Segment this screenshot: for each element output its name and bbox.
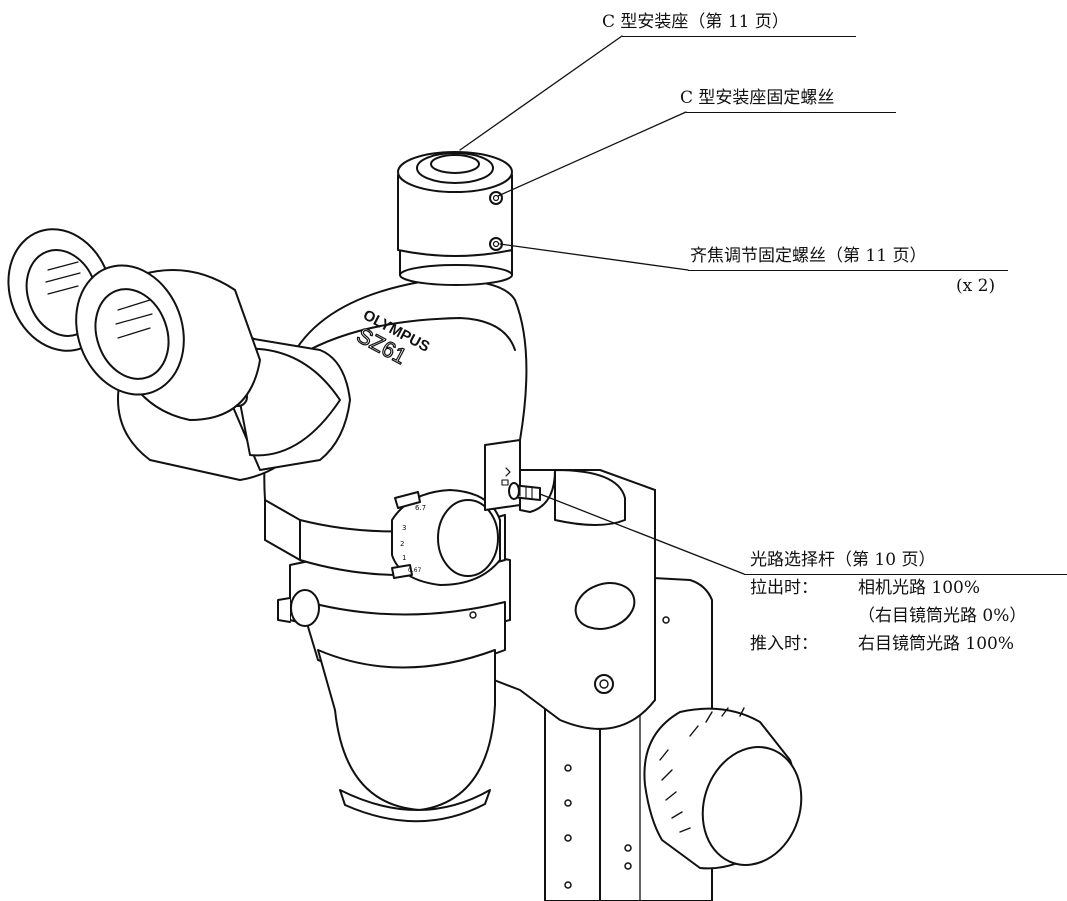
lever-push-value: 右目镜筒光路 100% [858,634,1015,654]
lever-label-rule [744,574,1067,575]
lever-pull-note: （右目镜筒光路 0%） [858,606,1027,626]
parfocal-screw-count: (x 2) [956,276,996,296]
c-mount-screw-label: C 型安装座固定螺丝 [680,88,835,108]
lever-label-title: 光路选择杆（第 10 页） [750,550,936,570]
right-eyepiece [75,264,261,421]
lever-pull-label: 拉出时： [750,578,818,598]
leader-lines [459,35,745,575]
parfocal-screw-label: 齐焦调节固定螺丝（第 11 页） [690,246,927,266]
zoom-mark-1: 6.7 [415,504,426,512]
light-path-lever [484,439,541,511]
zoom-mark-2: 3 [402,524,406,532]
lever-push-label: 推入时： [750,634,818,654]
zoom-mark-3: 2 [400,540,404,548]
zoom-mark-4: 1 [402,554,406,562]
focus-knob [643,707,803,870]
c-mount-screw-label-rule [686,112,896,113]
c-mount-label: C 型安装座（第 11 页） [602,12,789,32]
c-mount-tube [397,151,513,286]
parfocal-screw-label-rule [688,270,1008,271]
lever-pull-value: 相机光路 100% [858,578,981,598]
c-mount-label-rule [622,36,856,37]
zoom-body [277,550,511,823]
zoom-mark-5: 0.67 [408,567,422,574]
focus-arm [467,469,656,730]
zoom-dial: 6.7 3 2 1 0.67 [391,489,501,586]
